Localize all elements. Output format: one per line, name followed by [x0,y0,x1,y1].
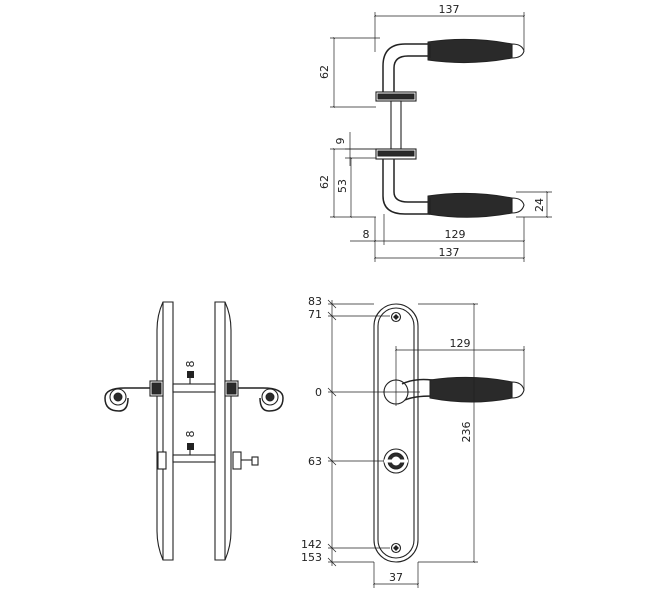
lower-spindle [172,454,216,463]
lower-right-turn [251,456,259,466]
upper-spindle [172,383,216,393]
lower-rose-ring [377,150,415,157]
spindle [390,100,402,150]
square-spindle-icon [187,371,194,378]
dim-plate-width: 37 [389,571,403,584]
lower-grip-cap [511,197,525,214]
left-lever-loop [104,387,150,412]
upper-lever [382,38,525,92]
dim-rose-gap: 9 [334,138,347,145]
bottom-screw-icon [390,542,402,554]
front-lever-grip [429,376,513,403]
dim-reach: 129 [445,228,466,241]
lower-lever [382,159,525,218]
right-lever-cap [265,392,275,402]
square-spindle-lower-icon [187,443,194,450]
dim-plate-length: 236 [460,422,473,443]
side-view: 8 8 [104,301,284,561]
dim-top-outer: 83 [308,295,322,308]
dim-spindle-upper: 8 [184,361,197,368]
upper-rose-ring [377,93,415,100]
dim-height-upper: 62 [318,65,331,79]
dim-width-bottom: 137 [439,246,460,259]
front-lever-cap [511,381,525,399]
dim-lever-reach: 129 [450,337,471,350]
dim-bottom-screw: 142 [301,538,322,551]
right-plate [214,301,232,561]
top-view: 137 62 9 62 53 24 8 129 137 [318,3,552,262]
lower-right-knob [232,451,242,470]
right-rose-ring [226,382,237,395]
dim-offset: 8 [363,228,370,241]
dim-center: 0 [315,386,322,399]
top-screw-icon [390,311,402,323]
front-view: 83 71 0 63 142 153 129 236 37 [301,295,526,588]
lower-left-knob [157,451,167,470]
upper-grip [427,38,513,64]
left-lever-cap [113,392,123,402]
left-plate [156,301,174,561]
dim-spindle-lower: 8 [184,431,197,438]
dim-height-inner: 53 [336,179,349,193]
upper-grip-cap [511,43,525,59]
backplate-inner [377,307,415,559]
right-lever-loop [238,387,284,412]
lower-grip [427,192,513,218]
dim-bottom-outer: 153 [301,551,322,564]
backplate [373,303,419,563]
dim-keyhole-distance: 63 [308,455,322,468]
dim-height-lower: 62 [318,175,331,189]
dim-top-screw: 71 [308,308,322,321]
dim-width-top: 137 [439,3,460,16]
keyhole-slot [384,459,408,463]
dim-grip-thickness: 24 [533,198,546,212]
left-rose-ring [151,382,162,395]
